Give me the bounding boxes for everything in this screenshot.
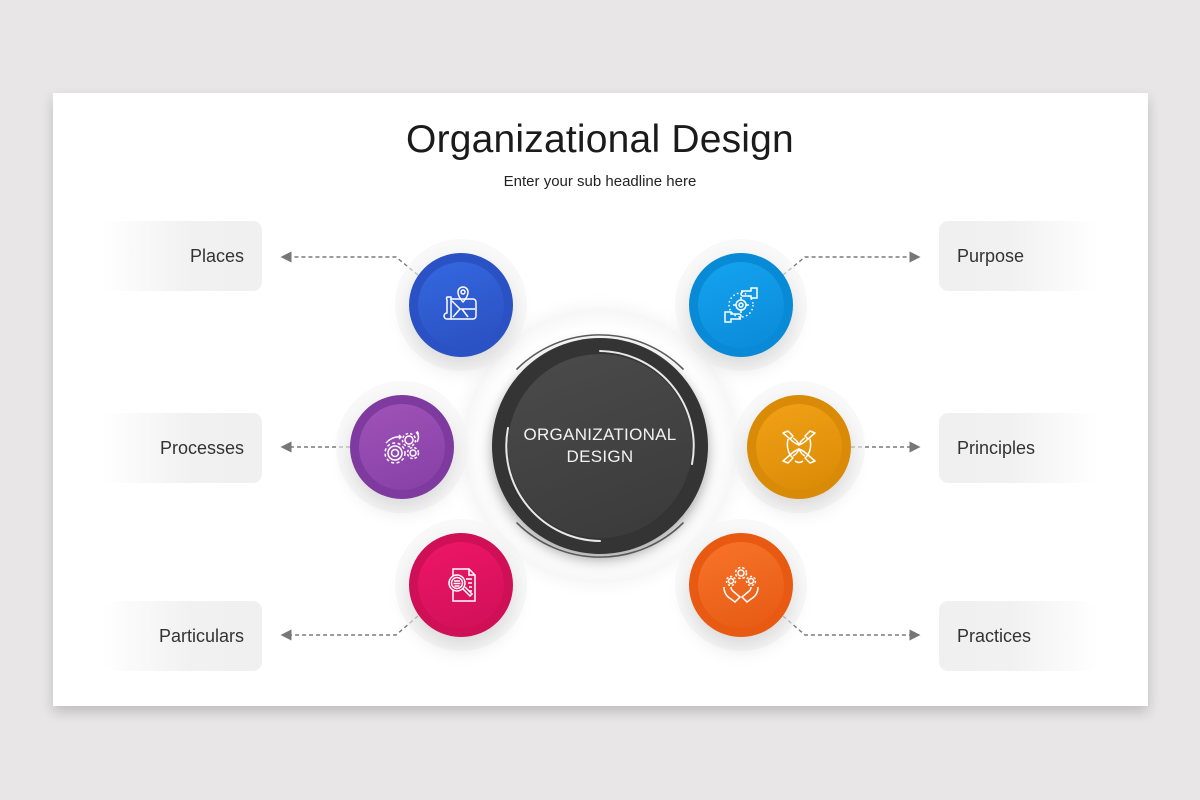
node-places[interactable] <box>409 253 513 357</box>
hub-label: ORGANIZATIONAL DESIGN <box>508 354 692 538</box>
label-text: Places <box>189 245 244 266</box>
label-text: Practices <box>957 625 1032 646</box>
label-text: Processes <box>159 437 244 458</box>
hands-gears-icon <box>723 566 759 603</box>
node-processes[interactable] <box>350 395 454 499</box>
teamwork-hands-icon <box>782 430 816 464</box>
label-text: Purpose <box>957 245 1025 266</box>
label-practices: Practices <box>939 601 1099 671</box>
label-particulars: Particulars <box>102 601 262 671</box>
node-principles[interactable] <box>747 395 851 499</box>
target-hands-icon <box>724 287 758 323</box>
label-principles: Principles <box>939 413 1099 483</box>
gears-process-icon <box>384 430 420 464</box>
label-places: Places <box>102 221 262 291</box>
label-text: Particulars <box>158 625 244 646</box>
node-particulars[interactable] <box>409 533 513 637</box>
node-practices[interactable] <box>689 533 793 637</box>
page-title: Organizational Design <box>406 118 794 161</box>
map-location-icon <box>443 286 477 320</box>
node-purpose[interactable] <box>689 253 793 357</box>
label-processes: Processes <box>102 413 262 483</box>
hub-label-line2: DESIGN <box>566 447 634 466</box>
hub-label-line1: ORGANIZATIONAL <box>523 425 677 444</box>
document-search-icon <box>448 568 476 602</box>
label-text: Principles <box>957 437 1036 458</box>
label-purpose: Purpose <box>939 221 1099 291</box>
page-subtitle: Enter your sub headline here <box>503 173 697 190</box>
